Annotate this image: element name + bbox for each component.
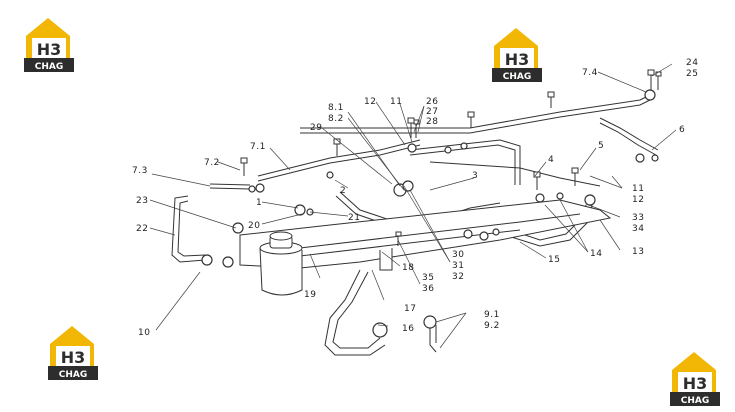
label-22: 22 <box>136 224 148 234</box>
fuel-filter <box>259 231 303 296</box>
label-7-4: 7.4 <box>582 68 598 78</box>
label-9-1: 9.1 <box>484 310 500 320</box>
label-20: 20 <box>248 221 260 231</box>
label-17: 17 <box>404 304 416 314</box>
label-16: 16 <box>402 324 414 334</box>
label-1: 1 <box>256 198 262 208</box>
brand-logo-bottom-right: H3 CHAG <box>670 352 720 406</box>
pipe-fittings <box>201 89 659 338</box>
label-6: 6 <box>679 125 685 135</box>
logo-subtext: CHAG <box>503 72 532 82</box>
label-34: 34 <box>632 224 644 234</box>
label-23: 23 <box>136 196 148 206</box>
logo-subtext: CHAG <box>681 396 710 406</box>
label-28: 28 <box>426 117 438 127</box>
brand-logo-top-left: H3 CHAG <box>24 18 74 72</box>
label-11-right: 11 <box>632 184 644 194</box>
label-12-top: 12 <box>364 97 376 107</box>
label-18: 18 <box>402 263 414 273</box>
logo-subtext: CHAG <box>35 62 64 72</box>
label-7-1: 7.1 <box>250 142 266 152</box>
label-27: 27 <box>426 107 438 117</box>
engine-rail <box>239 199 612 271</box>
logo-text: H3 <box>683 374 708 393</box>
label-35: 35 <box>422 273 434 283</box>
label-30: 30 <box>452 250 464 260</box>
brand-logo-top-center: H3 CHAG <box>492 28 542 82</box>
label-3: 3 <box>472 171 478 181</box>
label-21: 21 <box>348 213 360 223</box>
label-36: 36 <box>422 284 434 294</box>
logo-text: H3 <box>37 40 62 59</box>
logo-subtext: CHAG <box>59 370 88 380</box>
leader-lines <box>149 63 677 349</box>
label-4: 4 <box>548 155 554 165</box>
label-12-right: 12 <box>632 195 644 205</box>
label-19: 19 <box>304 290 316 300</box>
brand-logo-bottom-left: H3 CHAG <box>48 326 98 380</box>
label-31: 31 <box>452 261 464 271</box>
label-5: 5 <box>598 141 604 151</box>
label-10: 10 <box>138 328 150 338</box>
label-11-top: 11 <box>390 97 402 107</box>
callout-labels: 24 25 7.4 6 26 27 28 11 12 8.1 8.2 29 7.… <box>132 58 698 338</box>
label-7-3: 7.3 <box>132 166 148 176</box>
label-9-2: 9.2 <box>484 321 500 331</box>
bolts <box>240 69 662 246</box>
label-24: 24 <box>686 58 698 68</box>
label-14: 14 <box>590 249 602 259</box>
label-15: 15 <box>548 255 560 265</box>
logo-text: H3 <box>505 50 530 69</box>
label-8-1: 8.1 <box>328 103 344 113</box>
label-2: 2 <box>340 186 346 196</box>
label-13: 13 <box>632 247 644 257</box>
label-29: 29 <box>310 123 322 133</box>
logo-text: H3 <box>61 348 86 367</box>
label-33: 33 <box>632 213 644 223</box>
label-26: 26 <box>426 97 438 107</box>
label-32: 32 <box>452 272 464 282</box>
label-7-2: 7.2 <box>204 158 220 168</box>
label-25: 25 <box>686 69 698 79</box>
label-8-2: 8.2 <box>328 114 344 124</box>
